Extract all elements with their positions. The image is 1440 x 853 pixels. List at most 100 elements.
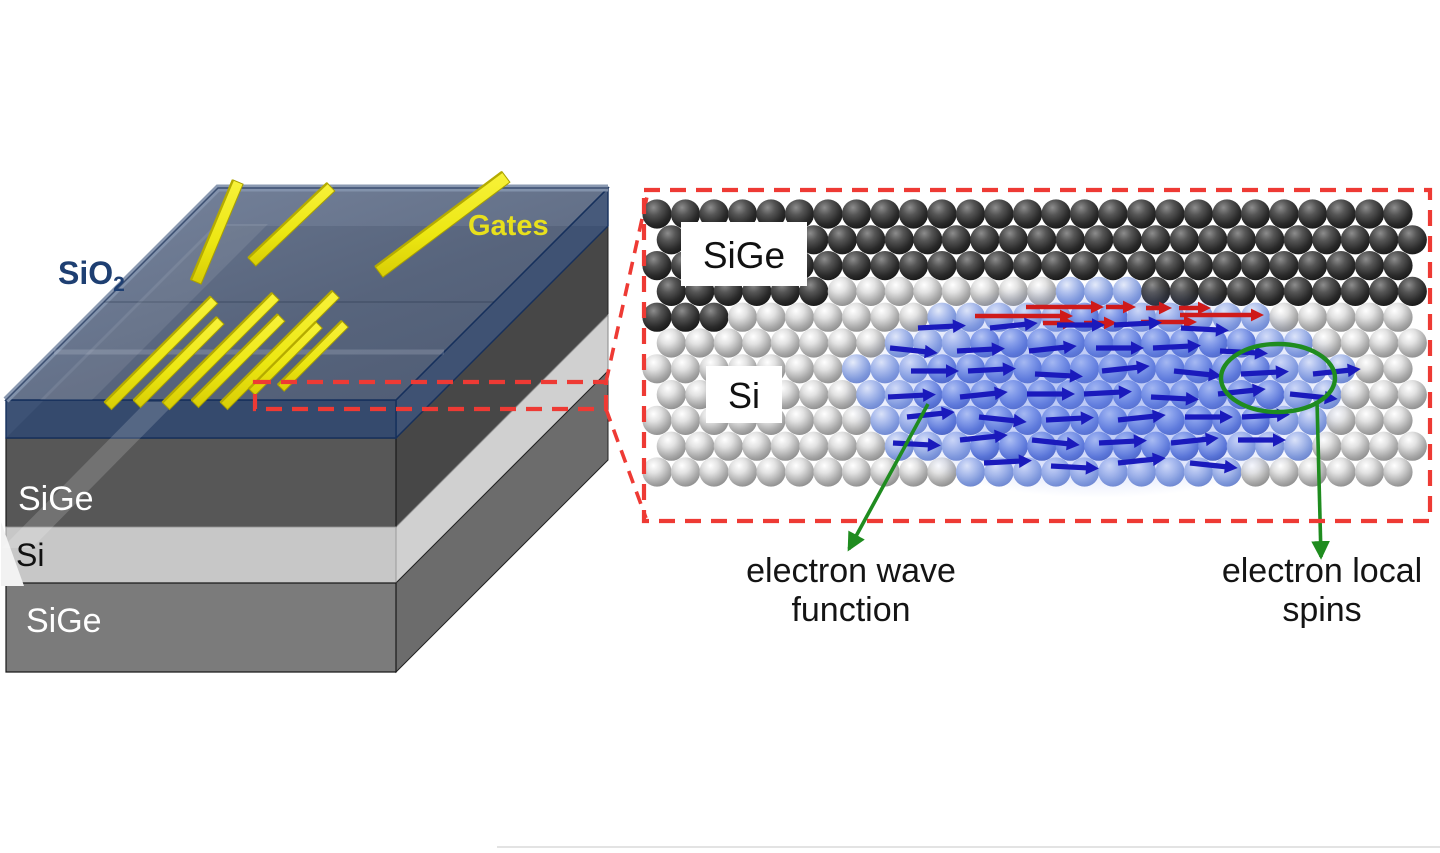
atom-dark [1112,225,1142,255]
spin-arrow-red-head [1091,300,1104,314]
spin-arrow-blue-shaft [1045,415,1084,423]
reflection-streak [2,402,176,548]
atom-dark [841,199,872,229]
atom-dark [827,225,857,255]
atom-dark [856,225,886,255]
sio2-label: SiO2 [58,255,125,296]
zoom-callout [252,191,650,519]
atom-light [1340,328,1370,358]
atom-dark [1269,251,1299,281]
atom-dark [841,251,872,281]
baseline-rule [497,846,1440,848]
spin-arrow-blue-shaft [1034,371,1073,379]
spin-arrow-blue [1152,339,1201,353]
si-region-label: Si [728,375,760,416]
spin-arrow-blue-head [1254,346,1268,360]
atom-dark [870,199,900,229]
caption-local-spins-line1: electron local [1222,552,1422,590]
spin-arrow-blue-shaft [978,414,1017,424]
atom-light [1383,405,1413,435]
spin-arrow-blue [978,413,1027,428]
atom-dark [913,225,943,255]
atom-dark [1198,225,1228,255]
atom-light [1340,431,1370,461]
gate-finger-shade [276,319,343,386]
spin-arrow-blue-shaft [983,458,1022,466]
atom-light [813,354,843,384]
spin-arrow-blue [1117,409,1166,424]
spin-arrow-blue-head [1208,367,1222,382]
spin-arrow-blue-head [1224,459,1238,474]
atom-light [1354,354,1385,384]
spin-arrow-blue-shaft [1117,413,1156,423]
atom-dark [1354,251,1385,281]
spin-arrow-blue [1150,392,1199,406]
atom-dark [642,302,672,332]
spin-arrow-blue [1045,411,1094,425]
spin-arrow-blue-head [1152,452,1166,467]
spin-arrow-red [1180,308,1264,322]
spin-arrow-blue-shaft [1170,436,1209,446]
spin-arrow-blue [1034,369,1083,383]
atom-light [656,328,686,358]
atom-dark [642,251,672,281]
spin-arrow-red-head [1159,301,1172,315]
spin-arrow-blue-shaft [1150,394,1189,402]
atom-dark [870,251,900,281]
atom-dark [1240,199,1271,229]
atomic-panel-border [641,187,1433,524]
spin-arrow-blue [892,438,941,452]
gate-finger-shade [132,316,218,402]
atom-light [856,276,886,306]
atom-dark [1255,276,1285,306]
atom-dark [1041,199,1071,229]
gate-lead-shade [247,182,329,259]
spin-arrow-blue-head [924,344,938,359]
spin-arrow-blue-head [1092,318,1105,332]
atom-light [1354,302,1385,332]
spin-arrow-blue [1180,323,1229,337]
atom-dark [1369,276,1399,306]
device-3d-structure: SiO2 Gates SiGe Si SiGe [1,170,610,674]
spin-arrow-blue-head [1062,387,1075,401]
spin-arrow-blue [959,386,1008,401]
spin-arrow-blue-shaft [1083,389,1122,397]
atom-dark [1212,251,1242,281]
atom-dark [1283,276,1313,306]
atom-dark [1312,225,1342,255]
gate-finger-shade [219,289,334,404]
spin-arrow-blue [1170,432,1219,447]
atom-dark [1069,251,1100,281]
spin-arrow-blue-head [1136,360,1150,375]
atom-light [1369,431,1399,461]
atom-light [870,302,900,332]
atom-dark [1098,199,1128,229]
atom-light [727,457,758,487]
spin-arrow-blue [1057,318,1105,332]
spin-arrow-blue-shaft [1173,368,1212,378]
gate-finger-shade [247,320,317,390]
spin-arrow-blue-head [1273,433,1286,447]
gate-lead-shade [374,170,503,268]
atom-light [642,354,672,384]
zoom-connector-line-top [604,191,650,383]
atom-light [670,457,701,487]
layer-label-sige-bottom: SiGe [26,602,102,640]
atom-light [1297,457,1328,487]
si-layer-left-wedge [1,522,24,586]
atom-dark [1041,251,1071,281]
sige-region-label-box [681,222,807,286]
atom-light [1354,457,1385,487]
spin-arrow-blue-shaft [1312,367,1351,377]
atom-light [841,457,872,487]
atom-light [799,380,829,410]
atom-light [1397,328,1427,358]
spin-arrow-blue [1117,452,1166,467]
wavefunction-pointer-arrow [847,403,930,552]
atom-dark [1340,225,1370,255]
gate-finger-shade [161,292,273,404]
spin-arrow-blue-head [941,406,955,421]
sige-region-label: SiGe [703,235,785,276]
